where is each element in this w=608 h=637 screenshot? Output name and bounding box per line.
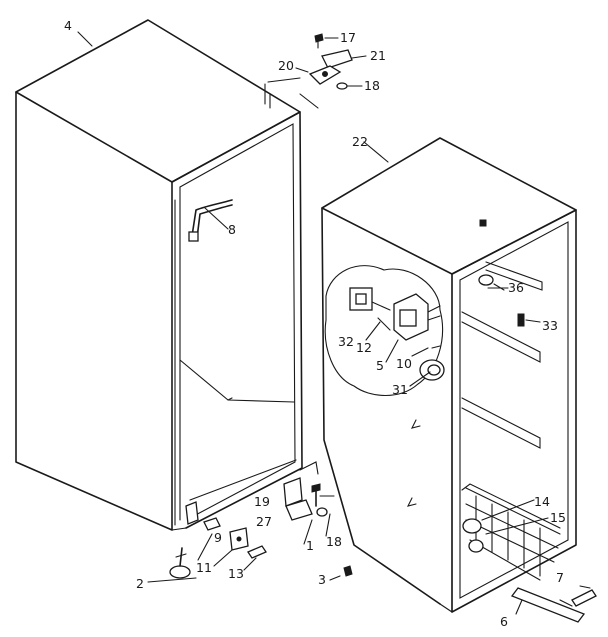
label-36: 36 <box>508 280 524 295</box>
part-13-pin <box>247 545 267 559</box>
label-2: 2 <box>136 576 144 591</box>
part-14-15-shelf-clips <box>462 499 549 553</box>
control-cutaway <box>324 265 445 396</box>
part-3-screw <box>343 565 353 577</box>
label-21: 21 <box>370 48 386 63</box>
inner-liner <box>321 137 577 613</box>
label-19: 19 <box>254 494 270 509</box>
part-36-clip <box>478 274 505 291</box>
label-17: 17 <box>340 30 356 45</box>
label-7: 7 <box>556 570 564 585</box>
screw-marks <box>406 219 487 507</box>
label-12: 12 <box>356 340 372 355</box>
part-11-bracket <box>229 527 249 551</box>
label-5: 5 <box>376 358 384 373</box>
part-6-7-bottom-rail <box>510 585 597 623</box>
label-22: 22 <box>352 134 368 149</box>
label-8: 8 <box>228 222 236 237</box>
label-13: 13 <box>228 566 244 581</box>
label-15: 15 <box>550 510 566 525</box>
label-32: 32 <box>338 334 354 349</box>
label-18-top: 18 <box>364 78 380 93</box>
label-18-bottom: 18 <box>326 534 342 549</box>
label-27: 27 <box>256 514 272 529</box>
label-9: 9 <box>214 530 222 545</box>
label-3: 3 <box>318 572 326 587</box>
label-11: 11 <box>196 560 212 575</box>
label-31: 31 <box>392 382 408 397</box>
callout-labels: 4 17 21 20 18 22 8 36 33 32 12 5 10 31 1… <box>64 18 566 629</box>
leader-lines <box>77 31 509 583</box>
outer-cabinet <box>15 19 303 531</box>
label-10: 10 <box>396 356 412 371</box>
part-33-screw <box>517 313 541 327</box>
part-9-clip <box>185 501 221 531</box>
label-33: 33 <box>542 318 558 333</box>
part-2-leveling-leg <box>169 547 191 579</box>
top-hinge-assembly <box>264 33 367 109</box>
label-6: 6 <box>500 614 508 629</box>
part-8-tube <box>188 199 233 242</box>
parts-19-27-18-1-hinge <box>283 461 335 545</box>
label-1: 1 <box>306 538 314 553</box>
label-20: 20 <box>278 58 294 73</box>
label-4: 4 <box>64 18 72 33</box>
label-14: 14 <box>534 494 550 509</box>
